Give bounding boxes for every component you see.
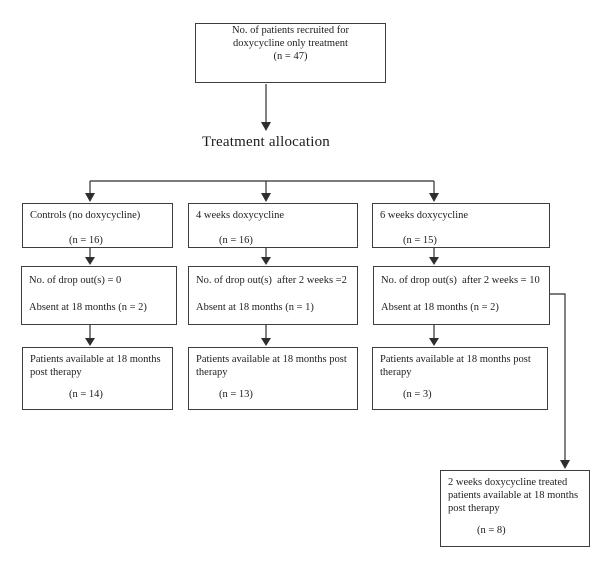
box-title: 4 weeks doxycycline xyxy=(196,210,285,221)
dropout-line: No. of drop out(s) after 2 weeks =2 xyxy=(196,275,347,286)
outcome-line: post therapy xyxy=(30,367,82,378)
six-weeks-outcome-box: Patients available at 18 months post the… xyxy=(372,347,548,410)
recruited-line: No. of patients recruited for xyxy=(232,25,349,36)
six-weeks-dropout-box: No. of drop out(s) after 2 weeks = 10 Ab… xyxy=(373,266,550,325)
n-value: (n = 16) xyxy=(69,235,103,246)
recruited-line: doxycycline only treatment xyxy=(233,38,348,49)
four-weeks-outcome-box: Patients available at 18 months post the… xyxy=(188,347,358,410)
four-weeks-dropout-box: No. of drop out(s) after 2 weeks =2 Abse… xyxy=(188,266,358,325)
allocation-branch-line xyxy=(85,180,439,202)
outcome-line: post therapy xyxy=(448,503,500,514)
outcome-line: patients available at 18 months xyxy=(448,490,579,501)
outcome-line: Patients available at 18 months post xyxy=(380,354,531,365)
box-title: Controls (no doxycycline) xyxy=(30,210,141,221)
n-value: (n = 15) xyxy=(403,235,437,246)
recruited-box: No. of patients recruited for doxycyclin… xyxy=(195,23,386,83)
dropout-line: Absent at 18 months (n = 2) xyxy=(29,302,147,313)
arrows-allocation-to-dropout xyxy=(85,248,439,265)
n-value: (n = 3) xyxy=(403,389,432,400)
treatment-allocation-label: Treatment allocation xyxy=(202,134,330,150)
box-title: 6 weeks doxycycline xyxy=(380,210,469,221)
dropout-line: Absent at 18 months (n = 2) xyxy=(381,302,499,313)
n-value: (n = 8) xyxy=(477,525,506,536)
six-weeks-allocation-box: 6 weeks doxycycline (n = 15) xyxy=(372,203,550,248)
controls-allocation-box: Controls (no doxycycline) (n = 16) xyxy=(22,203,173,248)
outcome-line: Patients available at 18 months post xyxy=(196,354,347,365)
arrow-recruited-to-allocation xyxy=(261,84,271,131)
connector-dropout-to-two-weeks-box xyxy=(550,293,570,469)
two-weeks-outcome-box: 2 weeks doxycycline treated patients ava… xyxy=(440,470,590,547)
n-value: (n = 14) xyxy=(69,389,103,400)
outcome-line: Patients available at 18 months xyxy=(30,354,161,365)
controls-dropout-box: No. of drop out(s) = 0 Absent at 18 mont… xyxy=(21,266,177,325)
dropout-line: No. of drop out(s) after 2 weeks = 10 xyxy=(381,275,540,286)
arrows-dropout-to-outcome xyxy=(85,325,439,346)
controls-outcome-box: Patients available at 18 months post the… xyxy=(22,347,173,410)
outcome-line: therapy xyxy=(196,367,228,378)
n-value: (n = 16) xyxy=(219,235,253,246)
outcome-line: 2 weeks doxycycline treated xyxy=(448,477,568,488)
four-weeks-allocation-box: 4 weeks doxycycline (n = 16) xyxy=(188,203,358,248)
dropout-line: Absent at 18 months (n = 1) xyxy=(196,302,314,313)
n-value: (n = 13) xyxy=(219,389,253,400)
outcome-line: therapy xyxy=(380,367,412,378)
recruited-n-value: (n = 47) xyxy=(273,51,308,62)
dropout-line: No. of drop out(s) = 0 xyxy=(29,275,122,286)
